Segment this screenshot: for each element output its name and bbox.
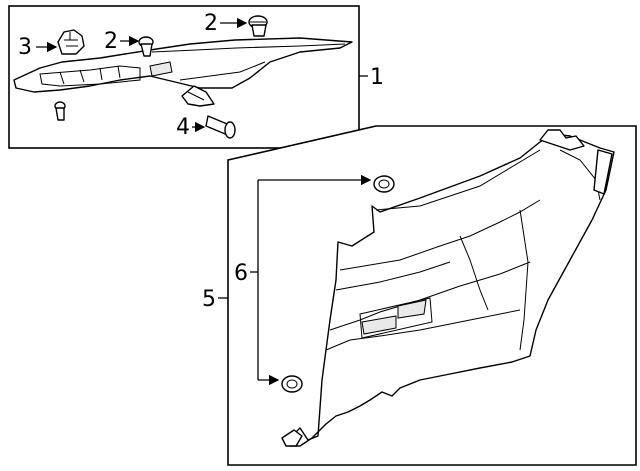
retainer-clip-3 [57, 29, 85, 55]
callout-3: 3 [18, 35, 32, 60]
push-fastener-6-bottom [281, 375, 303, 393]
pillar-trim-panel [13, 37, 353, 93]
bracket-clip [181, 85, 215, 107]
fastener-4 [205, 115, 236, 139]
small-pin [54, 101, 66, 121]
lower-assembly-box: 6 [227, 125, 637, 466]
push-clip-2-right [248, 15, 268, 37]
callout-2-left: 2 [104, 29, 118, 54]
callout-1: 1 [370, 65, 384, 90]
callout-2-right: 2 [204, 11, 218, 36]
callout-6: 6 [234, 261, 248, 286]
callout-5: 5 [202, 287, 216, 312]
callout-4: 4 [176, 115, 190, 140]
upper-assembly-box: 3 2 2 4 [8, 5, 360, 149]
quarter-trim-panel [287, 133, 615, 447]
push-fastener-6-top [373, 175, 395, 193]
